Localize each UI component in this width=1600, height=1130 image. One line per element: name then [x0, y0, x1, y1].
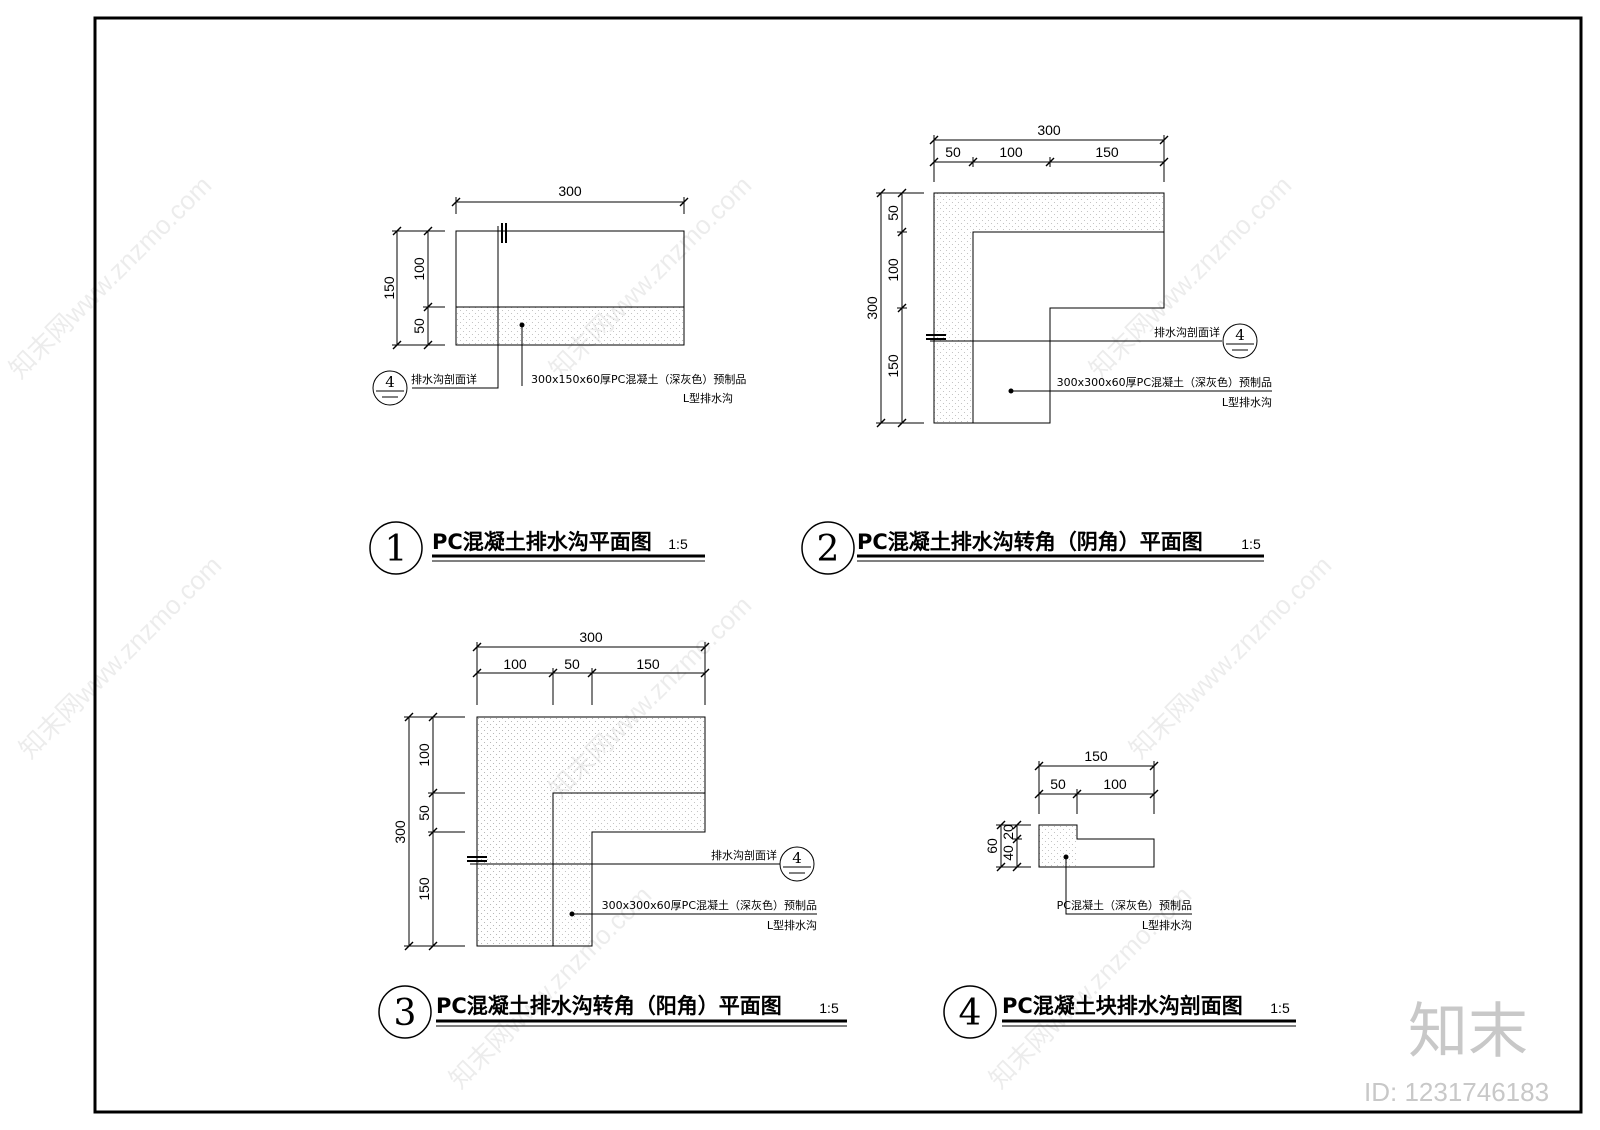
d3-dim-h3: 150 [416, 877, 432, 901]
d3-inner-edge [552, 792, 705, 946]
d1-dim-b: 50 [411, 318, 427, 334]
d4-dim-height: 60 [984, 838, 1000, 854]
diagram-2 [801, 135, 1272, 575]
d2-section-ref-circle [1222, 323, 1258, 359]
watermark-id: ID: 1231746183 [1364, 1077, 1549, 1107]
d2-dim-h2: 100 [885, 258, 901, 282]
d3-dim-w2: 50 [564, 656, 580, 672]
d4-dim-h2: 40 [1000, 845, 1016, 861]
d2-plan-outline [933, 192, 1165, 424]
d2-inner-edge [972, 231, 1164, 423]
d3-dim-w3: 150 [636, 656, 660, 672]
d1-dim-height: 150 [381, 276, 397, 300]
d1-scale: 1:5 [668, 536, 688, 552]
d4-dim-w1: 50 [1050, 776, 1066, 792]
watermark-text: 知末网www.znzmo.com [983, 880, 1197, 1094]
d1-number-circle [369, 521, 423, 575]
d2-scale: 1:5 [1241, 536, 1261, 552]
d4-section-hatch [1039, 825, 1077, 867]
d2-note-section: 排水沟剖面详 [1154, 325, 1220, 339]
diagram-1-labels: 300 150 100 50 4 排水沟剖面详 300x150x60厚PC混凝土… [381, 183, 746, 570]
d2-drain-hatch [934, 193, 1164, 423]
sheet-frame [93, 16, 1583, 1114]
d4-scale: 1:5 [1270, 1000, 1290, 1016]
d2-title: PC混凝土排水沟转角（阴角）平面图 [857, 530, 1203, 554]
d3-dim-width: 300 [579, 629, 603, 645]
d3-plan-outline [476, 716, 706, 947]
d2-dim-h1: 50 [885, 205, 901, 221]
d2-dim-w1: 50 [945, 144, 961, 160]
watermark-text: 知末网www.znzmo.com [3, 170, 217, 384]
d1-number: 1 [385, 529, 408, 570]
d3-dim-h1: 100 [416, 743, 432, 767]
d2-dim-h3: 150 [885, 354, 901, 378]
d2-dim-height: 300 [864, 296, 880, 320]
diagram-4 [943, 761, 1296, 1039]
d1-dim-width: 300 [558, 183, 582, 199]
diagram-3-labels: 300 100 50 150 300 100 50 150 4 排水沟剖面详 3… [392, 629, 839, 1034]
d4-dim-width: 150 [1084, 748, 1108, 764]
d3-note-type: L型排水沟 [767, 918, 817, 932]
d3-dim-height: 300 [392, 820, 408, 844]
d4-number: 4 [959, 993, 982, 1034]
d3-scale: 1:5 [819, 1000, 839, 1016]
watermark-text: 知末网www.znzmo.com [1123, 550, 1337, 764]
d4-dim-h1: 20 [1000, 824, 1016, 840]
d2-dim-w2: 100 [999, 144, 1023, 160]
d4-title: PC混凝土块排水沟剖面图 [1002, 994, 1243, 1018]
d2-number-circle [801, 521, 855, 575]
d1-note-material: 300x150x60厚PC混凝土（深灰色）预制品 [531, 372, 746, 386]
d1-section-ref-circle [372, 370, 408, 406]
d1-note-section: 排水沟剖面详 [411, 372, 477, 386]
d1-note-type: L型排水沟 [683, 391, 733, 405]
d2-section-ref-num: 4 [1235, 326, 1245, 344]
d1-dim-a: 100 [411, 257, 427, 281]
d1-section-ref-num: 4 [385, 373, 395, 391]
d2-note-material: 300x300x60厚PC混凝土（深灰色）预制品 [1057, 375, 1272, 389]
d3-note-material: 300x300x60厚PC混凝土（深灰色）预制品 [602, 898, 817, 912]
diagram-1 [369, 197, 705, 575]
d4-note-material: PC混凝土（深灰色）预制品 [1057, 898, 1192, 912]
d3-number-circle [378, 985, 432, 1039]
diagram-3 [378, 642, 847, 1039]
d4-number-circle [943, 985, 997, 1039]
d3-section-ref-circle [779, 846, 815, 882]
d2-dim-width: 300 [1037, 122, 1061, 138]
d4-dim-w2: 100 [1103, 776, 1127, 792]
watermark-logo: 知末 [1408, 997, 1528, 1067]
d4-section-outline [1038, 824, 1155, 868]
d2-note-type: L型排水沟 [1222, 395, 1272, 409]
diagram-2-labels: 300 50 100 150 300 50 100 150 4 排水沟剖面详 3… [817, 122, 1272, 570]
d1-title: PC混凝土排水沟平面图 [432, 530, 652, 554]
d3-dim-w1: 100 [503, 656, 527, 672]
d2-dim-w3: 150 [1095, 144, 1119, 160]
d3-title: PC混凝土排水沟转角（阳角）平面图 [436, 994, 782, 1018]
diagram-4-labels: 150 50 100 60 20 40 PC混凝土（深灰色）预制品 L型排水沟 … [959, 748, 1290, 1034]
d4-note-type: L型排水沟 [1142, 918, 1192, 932]
d1-drain-hatch [456, 307, 684, 345]
d2-number: 2 [817, 529, 840, 570]
d3-dim-h2: 50 [416, 805, 432, 821]
d3-note-section: 排水沟剖面详 [711, 848, 777, 862]
d3-number: 3 [394, 993, 417, 1034]
watermark-text: 知末网www.znzmo.com [13, 550, 227, 764]
d3-section-ref-num: 4 [792, 849, 802, 867]
d1-plan-outline [455, 230, 685, 346]
